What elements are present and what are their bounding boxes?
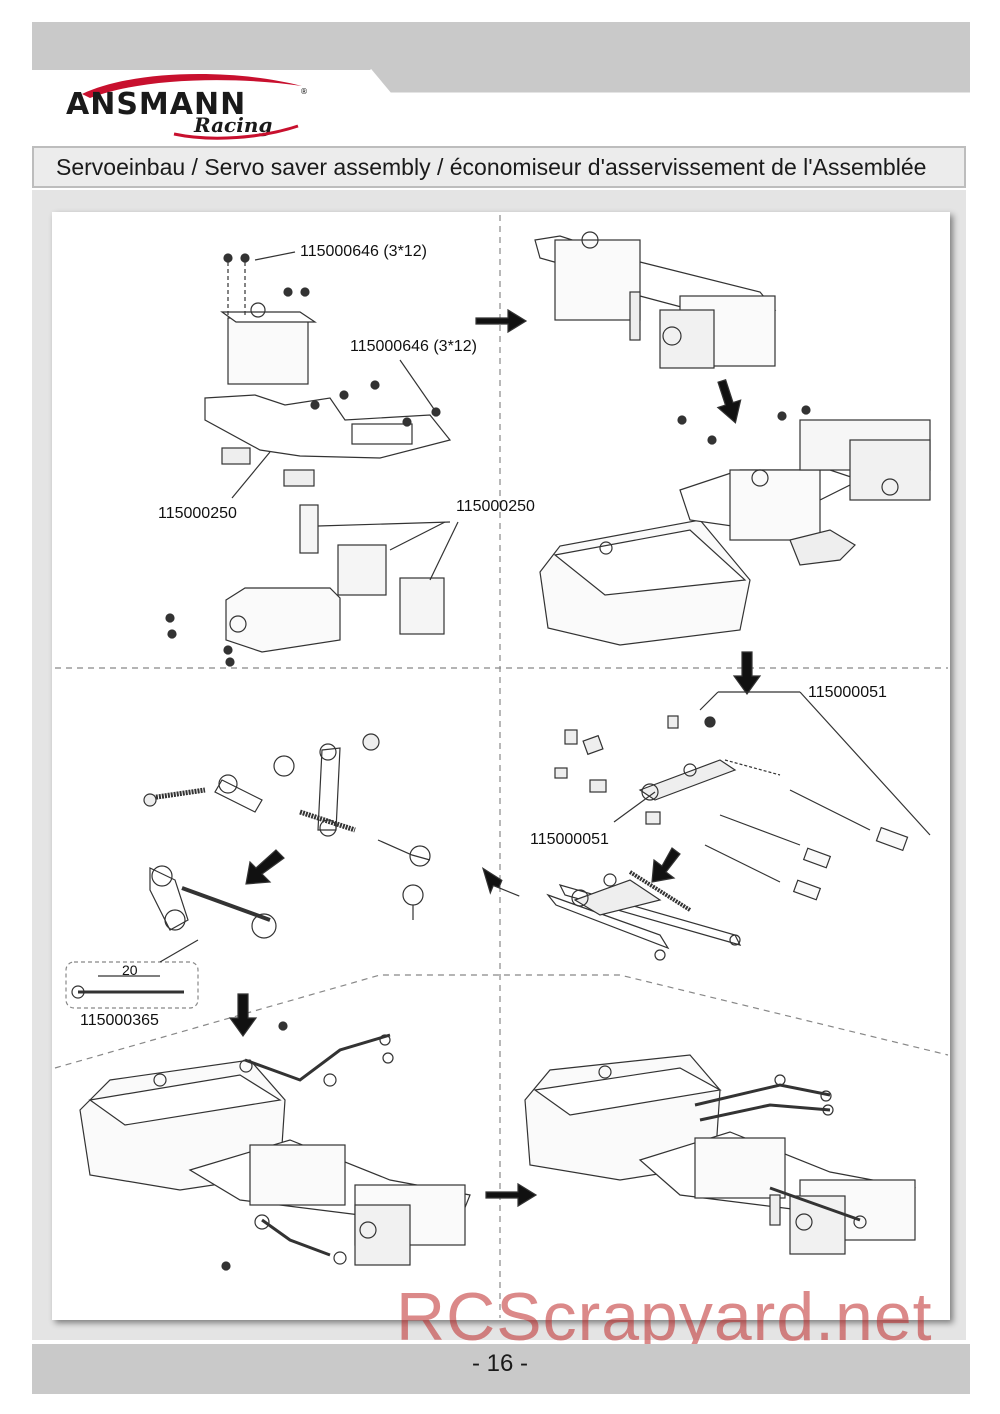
step1-plate: [204, 380, 452, 487]
page-number: - 16 -: [471, 1350, 528, 1377]
step1-servo-top: [220, 253, 317, 385]
label-saver-bottom: 115000051: [530, 831, 609, 848]
label-linkage: 115000365: [80, 1012, 159, 1029]
label-plate-left: 115000250: [158, 505, 237, 522]
brand-logo: ANSMANN ® Racing: [62, 72, 312, 142]
label-saver-top: 115000051: [808, 684, 887, 701]
svg-text:Racing: Racing: [193, 113, 272, 137]
step5-parts: [143, 733, 431, 920]
label-linkage-dim: 20: [122, 962, 138, 978]
footer-band: [32, 1344, 970, 1394]
step6-assembly: [79, 1021, 471, 1271]
step5-assembled: [149, 865, 277, 939]
step4-assembled: [546, 870, 742, 961]
label-plate-right: 115000250: [456, 498, 535, 515]
step1-servo-side: [165, 587, 341, 667]
watermark: RCScrapyard.net: [396, 1279, 933, 1355]
step3-assembly: [539, 405, 931, 646]
step4-parts: [554, 691, 931, 901]
step1-posts: [299, 504, 459, 635]
header-band: [32, 22, 970, 94]
label-screw-top-1: 115000646 (3*12): [300, 243, 427, 260]
svg-text:ANSMANN: ANSMANN: [66, 87, 246, 122]
step7-assembly: [524, 1054, 916, 1255]
section-title-bar: Servoeinbau / Servo saver assembly / éco…: [32, 146, 966, 188]
step2-assembly: [534, 231, 777, 369]
svg-text:®: ®: [300, 87, 308, 96]
label-screw-top-2: 115000646 (3*12): [350, 338, 477, 355]
section-title: Servoeinbau / Servo saver assembly / éco…: [56, 154, 927, 180]
